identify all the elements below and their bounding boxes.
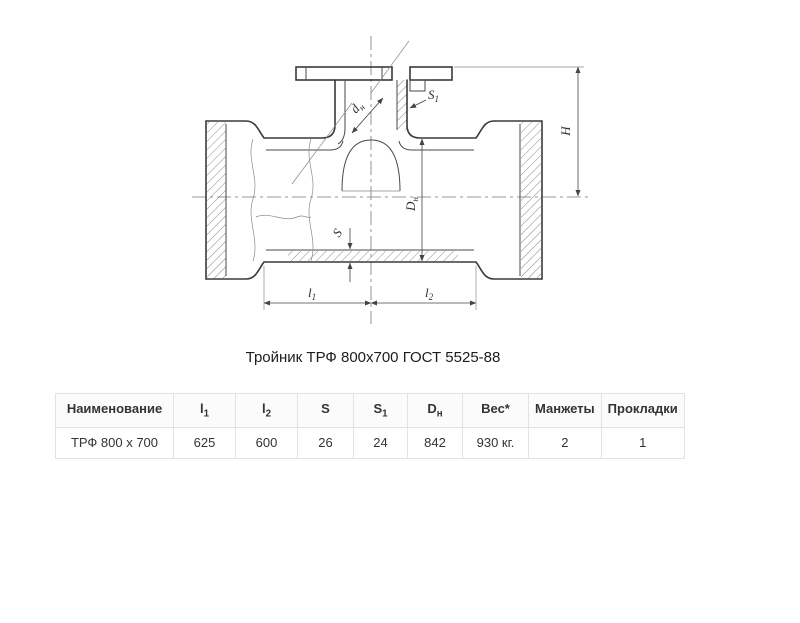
- dim-label-l2: l2: [425, 285, 434, 302]
- cell-s: 26: [297, 426, 354, 459]
- cell-l2: 600: [235, 426, 298, 459]
- pipe-outline: [205, 79, 543, 280]
- dim-label-s1: S1: [428, 87, 439, 104]
- header-s1: S1: [353, 393, 408, 428]
- cell-ves: 930 кг.: [462, 426, 529, 459]
- table-row: ТРФ 800 х 700 625 600 26 24 842 930 кг. …: [55, 426, 685, 459]
- dim-label-H: H: [558, 126, 573, 137]
- cell-s1: 24: [353, 426, 408, 459]
- table-header-row: Наименование l1 l2 S S1 Dн Вес* Манжеты …: [55, 393, 685, 428]
- header-l1: l1: [173, 393, 236, 428]
- branch-and-flange: [295, 66, 453, 192]
- cell-name: ТРФ 800 х 700: [55, 426, 174, 459]
- header-dn: Dн: [407, 393, 463, 428]
- cell-l1: 625: [173, 426, 236, 459]
- tee-fitting-drawing: dн Dн S S1 l1 l2: [192, 36, 588, 324]
- dim-label-l1: l1: [308, 285, 316, 302]
- header-ves: Вес*: [462, 393, 529, 428]
- header-l2: l2: [235, 393, 298, 428]
- header-name: Наименование: [55, 393, 174, 428]
- cell-prokladki: 1: [600, 426, 685, 459]
- header-manzhety: Манжеты: [528, 393, 602, 428]
- break-lines: [250, 40, 410, 262]
- cell-manzhety: 2: [528, 426, 602, 459]
- cell-dn: 842: [407, 426, 463, 459]
- dim-label-dn-small: dн: [347, 97, 367, 117]
- header-s: S: [297, 393, 354, 428]
- dim-label-s: S: [329, 225, 345, 239]
- section-hatching: [207, 80, 541, 278]
- technical-drawing-area: dн Dн S S1 l1 l2: [192, 36, 588, 324]
- dim-label-Dn: Dн: [403, 197, 420, 212]
- spec-table: Наименование l1 l2 S S1 Dн Вес* Манжеты …: [55, 393, 685, 459]
- header-prokladki: Прокладки: [600, 393, 685, 428]
- dimensions: dн Dн S S1 l1 l2: [263, 66, 584, 310]
- drawing-caption: Тройник ТРФ 800х700 ГОСТ 5525-88: [245, 349, 501, 366]
